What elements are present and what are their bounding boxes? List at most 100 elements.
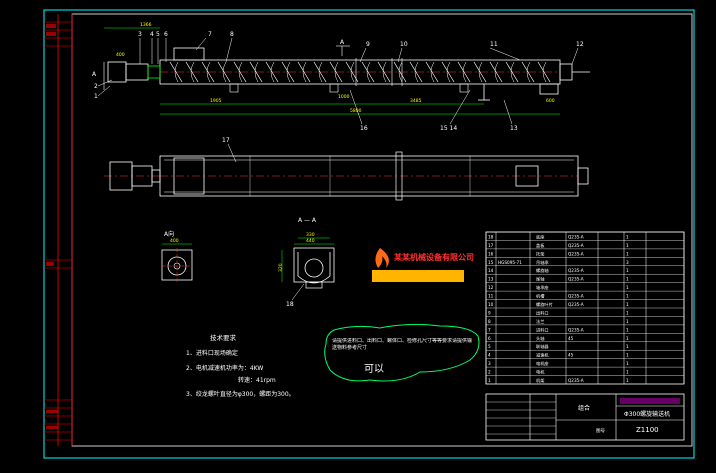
- bom-cell-code: HGS095-71: [498, 260, 522, 265]
- tech-line2a: 2、电机减速机功率为：4KW: [186, 364, 263, 372]
- bom-cell-qty: 1: [626, 234, 629, 239]
- bom-cell-no: 16: [488, 251, 494, 256]
- bom-cell-qty: 1: [626, 302, 629, 307]
- bom-cell-qty: 1: [626, 294, 629, 299]
- dim-400: 400: [116, 52, 125, 58]
- bom-cell-no: 8: [488, 319, 491, 324]
- balloon-12: 12: [576, 41, 584, 48]
- inlet-top: [173, 157, 205, 195]
- bom-cell-name: 电机座: [536, 360, 549, 367]
- bom-cell-name: 联轴器: [536, 343, 549, 350]
- bom-cell-qty: 1: [626, 336, 629, 341]
- bom-cell-name: 机架: [536, 377, 544, 384]
- reducer-front: [125, 63, 149, 81]
- screw-flights: [169, 61, 551, 83]
- dim-a-400: 400: [170, 238, 179, 244]
- bom-cell-material: Q235-A: [568, 243, 584, 248]
- bom-cell-name: 头轴: [536, 335, 544, 342]
- balloon-11: 11: [490, 41, 498, 48]
- bom-cell-no: 18: [488, 234, 494, 239]
- bom-cell-material: 45: [568, 353, 574, 358]
- balloon-9: 9: [366, 41, 370, 48]
- section-aa-label: A — A: [298, 217, 317, 224]
- balloon-3: 3: [138, 31, 142, 38]
- cloud-outline: [324, 323, 480, 382]
- dim-320: 320: [278, 263, 284, 272]
- bom-cell-no: 2: [488, 370, 491, 375]
- revision-cloud: 请提供进料口、出料口、螺体口、检修孔尺寸等等要求请提供输送物料参考尺寸 可以: [324, 323, 480, 382]
- tech-title: 技术要求: [210, 333, 237, 342]
- bom-cell-qty: 1: [626, 268, 629, 273]
- dim-1000: 1000: [338, 94, 350, 100]
- bom-cell-no: 6: [488, 336, 491, 341]
- bom-cell-qty: 1: [626, 327, 629, 332]
- balloon-17: 17: [222, 137, 230, 144]
- bom-cell-name: 进料口: [536, 326, 549, 333]
- bom-cell-no: 12: [488, 285, 494, 290]
- balloon-1: 1: [94, 93, 98, 100]
- bom-cell-qty: 1: [626, 353, 629, 358]
- dim-330: 330: [306, 232, 315, 238]
- bom-cell-name: 轴承座: [536, 284, 549, 291]
- bom-cell-qty: 1: [626, 285, 629, 290]
- section-mark-a: A: [340, 39, 345, 46]
- balloon-10: 10: [400, 41, 408, 48]
- bom-cell-qty: 1: [626, 361, 629, 366]
- bom-cell-no: 17: [488, 243, 494, 248]
- bom-cell-material: Q235-A: [568, 251, 584, 256]
- outer-border: [43, 9, 695, 459]
- section-mark-a-left: A: [92, 71, 97, 78]
- front-view: A A 1366 400 1905 3485 5800 1000 600: [92, 22, 590, 115]
- tech-line2b: 转速：41rpm: [238, 376, 276, 384]
- balloon-7: 7: [208, 31, 212, 38]
- bom-cell-material: Q235-A: [568, 268, 584, 273]
- bom-cell-material: Q235-A: [568, 234, 584, 239]
- bom-cell-no: 10: [488, 302, 494, 307]
- dim-440: 440: [306, 238, 315, 244]
- balloon-6: 6: [164, 31, 168, 38]
- bom-cell-qty: 1: [626, 310, 629, 315]
- bom-cell-qty: 1: [626, 378, 629, 383]
- bom-cell-material: Q235-A: [568, 327, 584, 332]
- balloon-4: 4: [150, 31, 154, 38]
- bom-cell-qty: 1: [626, 370, 629, 375]
- cloud-note-text: 请提供进料口、出料口、螺体口、检修孔尺寸等等要求请提供输送物料参考尺寸: [332, 338, 472, 351]
- balloon-8: 8: [230, 31, 234, 38]
- bom-cell-name: 尾轴: [536, 276, 544, 283]
- bom-cell-material: Q235-A: [568, 277, 584, 282]
- company-logo: 某某机械设备有限公司: [372, 248, 474, 282]
- tech-requirements: 技术要求 1、进料口现场确定 2、电机减速机功率为：4KW 转速：41rpm 3…: [186, 333, 295, 398]
- title-material: 组合: [578, 404, 590, 412]
- balloons-front: 1 2 3 4 5 6 7 8 9 10 11 12 13 15 14 16: [94, 31, 584, 132]
- bom-cell-name: 托架: [536, 250, 544, 257]
- balloon-13: 13: [510, 125, 518, 132]
- bom-cell-qty: 1: [626, 319, 629, 324]
- bom-cell-no: 7: [488, 327, 491, 332]
- top-view: 17: [104, 137, 589, 201]
- company-name: 某某机械设备有限公司: [393, 252, 474, 262]
- bom-cell-name: 机槽: [536, 293, 545, 300]
- title-scale-label: 图号: [596, 428, 605, 434]
- dim-3485: 3485: [410, 98, 422, 104]
- balloon-16: 16: [360, 125, 368, 132]
- bom-cell-name: 螺旋叶片: [536, 301, 553, 308]
- balloon-18: 18: [286, 301, 294, 308]
- balloon-2: 2: [94, 83, 98, 90]
- title-drawing-no: Z1100: [636, 426, 659, 434]
- bom-cell-material: 45: [568, 336, 574, 341]
- bom-cell-no: 14: [488, 268, 494, 273]
- title-block: 组合 Φ300螺旋输送机 Z1100 图号: [485, 393, 685, 441]
- hanger-2: [329, 83, 339, 93]
- bom-cell-qty: 1: [626, 344, 629, 349]
- balloon-15-14: 15 14: [440, 125, 457, 132]
- bom-cell-material: Q235-A: [568, 378, 584, 383]
- bom-cell-name: 盖板: [536, 242, 545, 249]
- bom-cell-material: Q235-A: [568, 294, 584, 299]
- bom-cell-name: 螺旋轴: [536, 267, 549, 274]
- bom-cell-name: 吊轴承: [536, 259, 549, 266]
- flame-logo: [375, 248, 389, 268]
- bom-cell-no: 11: [488, 294, 494, 299]
- view-a: A向 400: [161, 230, 193, 284]
